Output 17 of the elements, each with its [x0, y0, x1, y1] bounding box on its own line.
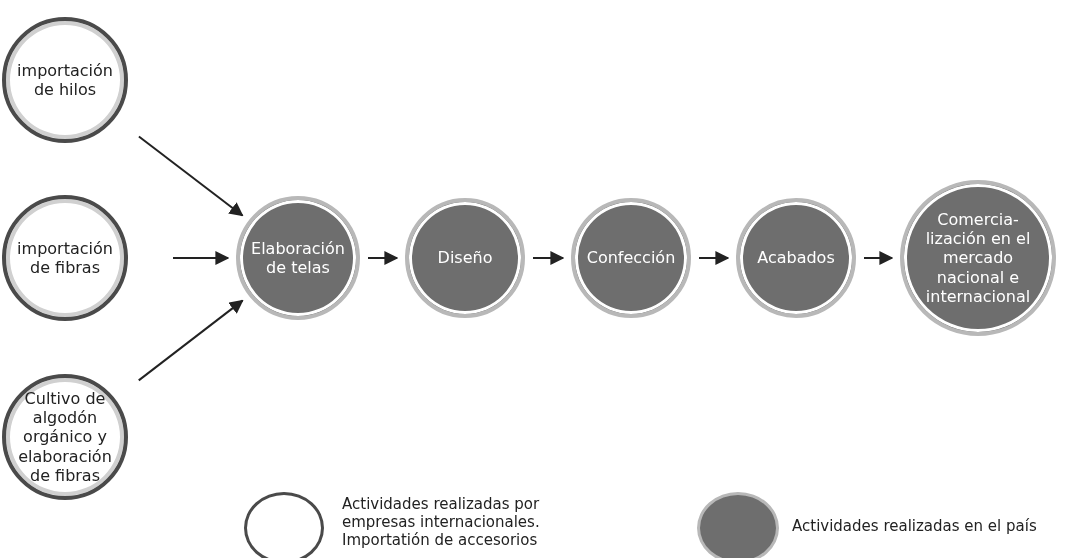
activity-label: Comercia- lización en el mercado nacional e internacional [924, 210, 1032, 306]
activity-label: Acabados [756, 248, 836, 268]
activity-label: Cultivo de algodón orgánico y elaboración de fibras [17, 389, 113, 485]
activity-label: Elaboración de telas [250, 238, 346, 278]
activity-label: importación de hilos [16, 60, 114, 100]
arrow [863, 251, 894, 265]
legend-text: Actividades realizadas por empresas internacionales. Importatión de accesorios [342, 495, 541, 549]
arrow [698, 251, 730, 265]
arrow [137, 299, 244, 382]
activity-label: Confección [585, 248, 677, 268]
activity-label: importación de fibras [16, 238, 114, 278]
activity-label: Diseño [436, 248, 494, 268]
arrow [367, 251, 399, 265]
arrow [172, 251, 230, 265]
legend-text: Actividades realizadas en el país [792, 517, 1038, 535]
arrow [532, 251, 565, 265]
arrow [137, 135, 244, 217]
